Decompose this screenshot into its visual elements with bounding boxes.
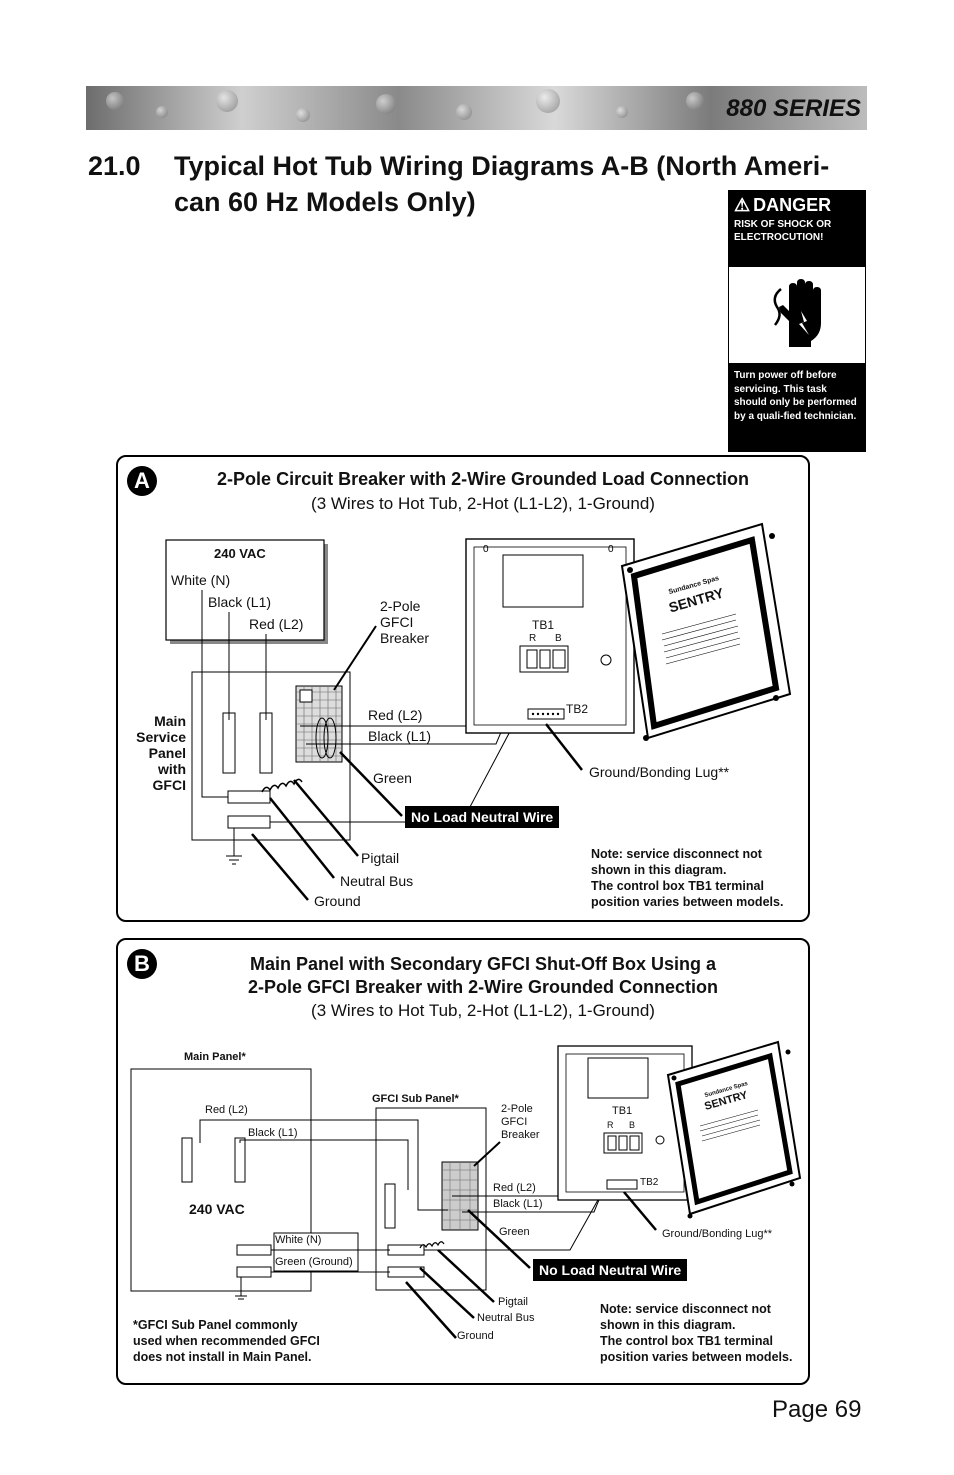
a-neutral-bus: Neutral Bus bbox=[340, 873, 414, 889]
a-black-wire: Black (L1) bbox=[368, 728, 432, 744]
b-breaker-line-2: GFCI bbox=[501, 1116, 528, 1128]
b-lug: Ground/Bonding Lug** bbox=[662, 1228, 773, 1240]
section-title: 21.0 Typical Hot Tub Wiring Diagrams A-B … bbox=[88, 148, 848, 220]
a-ground: Ground bbox=[314, 893, 361, 909]
page-number: Page 69 bbox=[772, 1396, 862, 1423]
a-red-l2: Red (L2) bbox=[249, 616, 304, 632]
b-footnote-line-3: does not install in Main Panel. bbox=[133, 1350, 312, 1364]
b-green-ground: Green (Ground) bbox=[275, 1256, 353, 1268]
section-title-line1: Typical Hot Tub Wiring Diagrams A-B (Nor… bbox=[174, 151, 830, 181]
b-b: B bbox=[629, 1120, 636, 1130]
a-no-neutral-label: No Load Neutral Wire bbox=[405, 806, 560, 828]
danger-risk: RISK OF SHOCK OR ELECTROCUTION! bbox=[734, 219, 832, 243]
series-label: 880 SERIES bbox=[726, 95, 861, 122]
b-breaker-label: 2-Pole GFCI Breaker bbox=[501, 1103, 540, 1142]
a-tb1: TB1 bbox=[532, 618, 555, 632]
a-note: Note: service disconnect not shown in th… bbox=[591, 846, 783, 910]
section-title-line2: can 60 Hz Models Only) bbox=[174, 187, 476, 217]
b-note-line-4: position varies between models. bbox=[600, 1350, 793, 1364]
b-main-panel: Main Panel* bbox=[184, 1051, 246, 1063]
b-breaker-line-3: Breaker bbox=[501, 1129, 540, 1141]
diagram-b-title-line2: 2-Pole GFCI Breaker with 2-Wire Grounded… bbox=[248, 977, 718, 997]
section-number: 21.0 bbox=[88, 151, 141, 181]
a-note-line-4: position varies between models. bbox=[591, 895, 784, 909]
a-main-panel-line-3: Panel bbox=[148, 745, 186, 761]
series-banner: 880 SERIES bbox=[86, 86, 867, 130]
b-r: R bbox=[607, 1120, 614, 1130]
a-main-panel-line-1: Main bbox=[154, 713, 186, 729]
danger-word: DANGER bbox=[753, 195, 832, 215]
b-gfci-sub: GFCI Sub Panel* bbox=[372, 1093, 459, 1105]
warning-triangle-icon: ⚠ bbox=[734, 195, 751, 215]
b-breaker-line-1: 2-Pole bbox=[501, 1103, 533, 1115]
b-no-neutral-label: No Load Neutral Wire bbox=[533, 1259, 688, 1281]
b-vac: 240 VAC bbox=[189, 1201, 245, 1217]
b-note-line-1: Note: service disconnect not bbox=[600, 1302, 771, 1316]
a-b: B bbox=[555, 633, 562, 644]
a-main-panel-line-4: with bbox=[158, 761, 186, 777]
a-white-n: White (N) bbox=[171, 572, 231, 588]
b-note-line-3: The control box TB1 terminal bbox=[600, 1334, 773, 1348]
b-footnote: *GFCI Sub Panel commonly used when recom… bbox=[133, 1317, 320, 1365]
b-tb2: TB2 bbox=[640, 1177, 659, 1188]
b-footnote-line-1: *GFCI Sub Panel commonly bbox=[133, 1318, 298, 1332]
b-black-wire: Black (L1) bbox=[493, 1198, 543, 1210]
b-note: Note: service disconnect not shown in th… bbox=[600, 1301, 792, 1365]
b-tb1: TB1 bbox=[612, 1105, 633, 1117]
a-breaker-label: 2-Pole GFCI Breaker bbox=[380, 598, 429, 646]
danger-warning: Turn power off before servicing. This ta… bbox=[729, 363, 865, 451]
diagram-a-title: 2-Pole Circuit Breaker with 2-Wire Groun… bbox=[217, 469, 749, 489]
svg-text:0: 0 bbox=[608, 544, 614, 555]
a-breaker-line-3: Breaker bbox=[380, 630, 430, 646]
a-lug: Ground/Bonding Lug** bbox=[589, 764, 730, 780]
b-ground: Ground bbox=[457, 1330, 494, 1342]
b-white-n: White (N) bbox=[275, 1234, 322, 1246]
b-black-l1: Black (L1) bbox=[248, 1127, 298, 1139]
a-pigtail: Pigtail bbox=[361, 850, 400, 866]
diagram-a-badge: A bbox=[127, 466, 157, 496]
a-vac-label: 240 VAC bbox=[214, 546, 266, 561]
a-tb2: TB2 bbox=[566, 702, 589, 716]
diagram-a-subtitle: (3 Wires to Hot Tub, 2-Hot (L1-L2), 1-Gr… bbox=[311, 494, 655, 513]
a-green-wire: Green bbox=[373, 770, 412, 786]
diagram-b-badge: B bbox=[127, 949, 157, 979]
electric-hand-icon bbox=[729, 267, 865, 363]
danger-label: ⚠DANGER RISK OF SHOCK OR ELECTROCUTION! … bbox=[728, 190, 866, 452]
b-pigtail: Pigtail bbox=[498, 1296, 528, 1308]
b-neutral-bus: Neutral Bus bbox=[477, 1312, 535, 1324]
b-red-l2: Red (L2) bbox=[205, 1104, 248, 1116]
b-note-line-2: shown in this diagram. bbox=[600, 1318, 736, 1332]
a-breaker-line-1: 2-Pole bbox=[380, 598, 421, 614]
diagram-b-subtitle: (3 Wires to Hot Tub, 2-Hot (L1-L2), 1-Gr… bbox=[311, 1001, 655, 1020]
a-note-line-2: shown in this diagram. bbox=[591, 863, 727, 877]
a-black-l1: Black (L1) bbox=[208, 594, 272, 610]
diagram-b-title-line1: Main Panel with Secondary GFCI Shut-Off … bbox=[249, 954, 717, 974]
a-breaker-line-2: GFCI bbox=[380, 614, 414, 630]
a-note-line-1: Note: service disconnect not bbox=[591, 847, 762, 861]
a-red-wire: Red (L2) bbox=[368, 707, 423, 723]
b-green-wire: Green bbox=[499, 1226, 530, 1238]
b-footnote-line-2: used when recommended GFCI bbox=[133, 1334, 320, 1348]
a-note-line-3: The control box TB1 terminal bbox=[591, 879, 764, 893]
a-main-panel-label: Main Service Panel with GFCI bbox=[126, 713, 186, 793]
a-main-panel-line-2: Service bbox=[136, 729, 186, 745]
svg-text:0: 0 bbox=[483, 544, 489, 555]
b-red-wire: Red (L2) bbox=[493, 1182, 536, 1194]
a-main-panel-line-5: GFCI bbox=[152, 777, 186, 793]
a-r: R bbox=[529, 633, 537, 644]
